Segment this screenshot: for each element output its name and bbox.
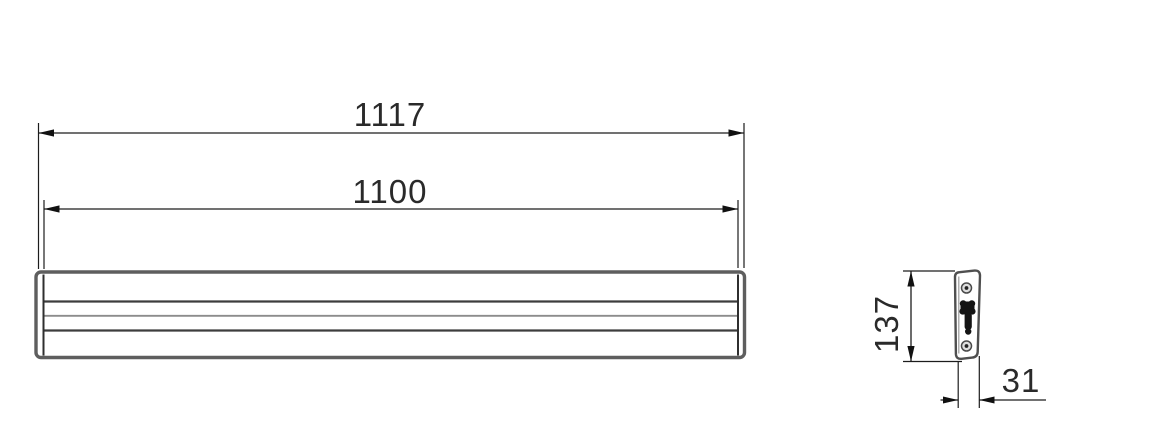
dimension-inner-length: 1100 [43,173,739,269]
arrowhead-left-icon [44,205,60,213]
arrowhead-right-icon [728,129,744,137]
screw-hole-top [960,282,973,294]
dimension-value-31: 31 [1002,362,1041,399]
arrowhead-left-icon [943,396,959,404]
dimension-value-1117: 1117 [354,96,427,133]
dimension-overall-length: 1117 [37,96,745,269]
screw-hole-bottom [960,340,973,352]
connector-icon [959,300,976,335]
arrowhead-left-icon [38,129,54,137]
arrowhead-right-icon [722,205,738,213]
fixture-body-outline [34,270,747,360]
arrowhead-right-icon [979,396,995,404]
arrowhead-bottom-icon [907,346,915,362]
arrowhead-top-icon [907,271,915,287]
screw-hole-center-icon [964,286,969,290]
dimension-height: 137 [868,270,962,363]
dimension-value-1100: 1100 [353,173,428,210]
dimension-depth: 31 [940,356,1046,408]
side-view [953,269,982,361]
front-view [34,270,747,360]
screw-hole-center-icon [964,344,969,348]
dimension-value-137: 137 [868,295,905,353]
